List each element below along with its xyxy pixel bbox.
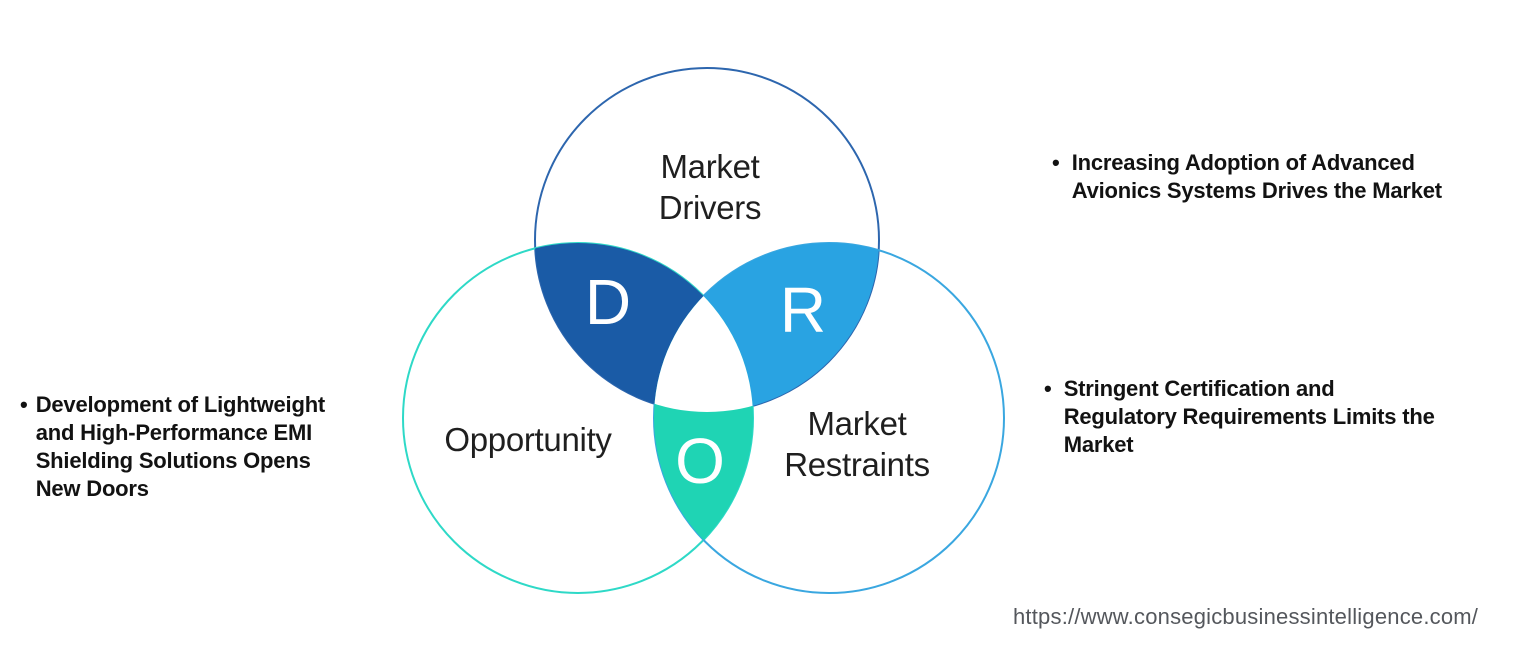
d-letter: D <box>584 266 632 338</box>
r-region <box>654 243 879 412</box>
opportunity-label: Opportunity <box>444 421 612 458</box>
r-letter: R <box>779 274 827 346</box>
driver-note-text: Increasing Adoption of Advanced Avionics… <box>1071 150 1442 203</box>
d-region <box>535 243 753 412</box>
bullet-marker: • <box>20 392 28 417</box>
driver-note: • Increasing Adoption of Advanced Avioni… <box>1052 149 1492 205</box>
opportunity-note: • Development of Lightweight and High-Pe… <box>20 391 380 503</box>
bullet-marker: • <box>1044 376 1052 401</box>
bullet-marker: • <box>1052 150 1060 175</box>
restraint-note: • Stringent Certification and Regulatory… <box>1044 375 1484 459</box>
source-url: https://www.consegicbusinessintelligence… <box>1013 604 1479 629</box>
restraints-label: Market Restraints <box>784 405 930 483</box>
o-letter: O <box>675 425 725 497</box>
restraint-note-text: Stringent Certification and Regulatory R… <box>1063 376 1435 457</box>
drivers-label: Market Drivers <box>658 148 762 226</box>
opportunity-note-text: Development of Lightweight and High-Perf… <box>35 392 326 501</box>
